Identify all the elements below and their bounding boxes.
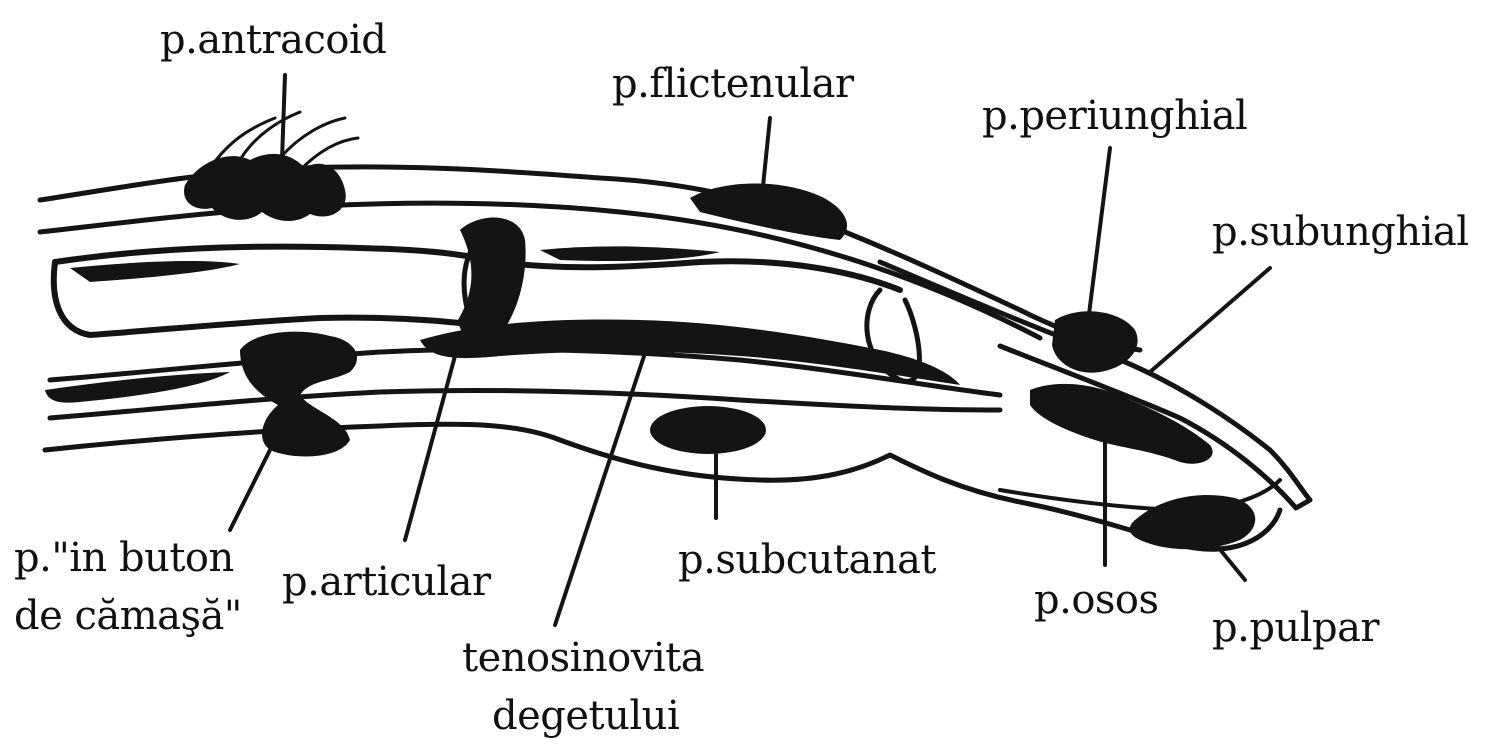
label-buton-line1: p."in buton <box>14 536 234 580</box>
phalanx-marrow-lesion <box>70 261 240 282</box>
label-subcutanat: p.subcutanat <box>678 538 936 582</box>
label-articular: p.articular <box>282 560 491 604</box>
tenosinovita-leader <box>555 338 650 625</box>
label-tenosinovita-line1: tenosinovita <box>462 636 704 680</box>
subcutanat-lesion <box>650 406 766 454</box>
phalanx-marrow-lesion-2 <box>540 246 720 261</box>
label-osos: p.osos <box>1034 578 1159 622</box>
buton-leader <box>230 440 275 530</box>
tenosynovitis-lesion <box>420 320 960 385</box>
label-subunghial: p.subunghial <box>1212 210 1469 254</box>
label-tenosinovita-line2: degetului <box>492 694 679 738</box>
label-pulpar: p.pulpar <box>1212 606 1379 650</box>
label-flictenular: p.flictenular <box>612 62 854 106</box>
flictenular-lesion <box>690 183 847 240</box>
label-antracoid: p.antracoid <box>160 18 386 62</box>
articular-leader <box>405 345 458 540</box>
antracoid-leader <box>282 75 285 160</box>
pulpar-lesion <box>1130 495 1255 549</box>
antracoid-lesion <box>184 154 346 221</box>
flexor-tendon-lower <box>50 390 1000 418</box>
label-periunghial: p.periunghial <box>982 94 1247 138</box>
subunghial-leader <box>1150 268 1270 372</box>
label-buton-line2: de cămaşă" <box>14 594 242 638</box>
periunghial-leader <box>1088 148 1110 322</box>
